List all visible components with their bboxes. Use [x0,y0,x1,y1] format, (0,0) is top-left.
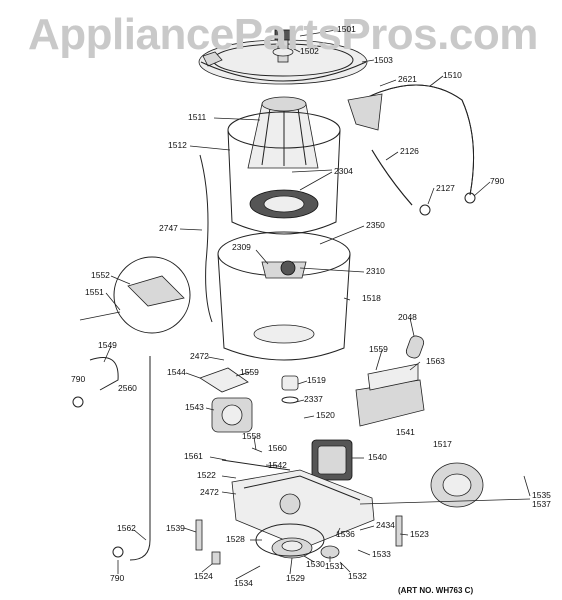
drain-hose-2560 [89,356,151,561]
label-1528: 1528 [226,534,245,544]
capacitor-2048 [405,335,425,359]
label-1549: 1549 [98,340,117,350]
label-790-bottom: 790 [110,573,125,583]
mounting-plate-1541 [355,363,425,427]
label-1561: 1561 [184,451,203,461]
label-1530: 1530 [306,559,325,569]
spring-1539 [195,519,203,551]
label-1502: 1502 [300,46,319,56]
fill-hose-1510 [347,84,475,196]
agitator-cap-1501 [272,29,294,63]
label-1529: 1529 [286,573,305,583]
hose-2126 [371,149,413,206]
label-1501: 1501 [337,24,356,34]
label-1551: 1551 [85,287,104,297]
clamp-790-left [72,396,84,408]
label-1532: 1532 [348,571,367,581]
label-2337: 2337 [304,394,323,404]
label-2126: 2126 [400,146,419,156]
label-2310: 2310 [366,266,385,276]
label-1510: 1510 [443,70,462,80]
clamp-790-top [464,192,476,204]
clamp-2127 [419,204,431,216]
wash-basket-1512 [227,111,341,235]
label-2472-top: 2472 [190,351,209,361]
label-1531: 1531 [325,561,344,571]
label-1559-right: 1559 [369,344,388,354]
label-2747: 2747 [159,223,178,233]
spring-1524 [211,551,221,565]
adapter-1519 [281,375,299,404]
label-1540: 1540 [368,452,387,462]
label-790-left: 790 [71,374,86,384]
detail-circle-1552 [79,256,191,334]
label-790-top: 790 [490,176,505,186]
label-1533: 1533 [372,549,391,559]
label-1559-left: 1559 [240,367,259,377]
label-1520: 1520 [316,410,335,420]
label-1522: 1522 [197,470,216,480]
label-1552: 1552 [91,270,110,280]
label-1503: 1503 [374,55,393,65]
label-2434: 2434 [376,520,395,530]
label-1560: 1560 [268,443,287,453]
spring-1523 [395,515,403,547]
label-1537: 1537 [532,499,551,509]
label-2472-bottom: 2472 [200,487,219,497]
label-2304: 2304 [334,166,353,176]
label-1539: 1539 [166,523,185,533]
label-1512: 1512 [168,140,187,150]
art-number: (ART NO. WH763 C) [398,586,474,595]
motor-1540 [311,439,353,481]
label-2127: 2127 [436,183,455,193]
watermark: AppliancePartsPros.com [28,10,538,59]
label-1517: 1517 [433,439,452,449]
outer-tub-1518 [217,231,351,361]
label-2048: 2048 [398,312,417,322]
label-2560: 2560 [118,383,137,393]
pulley-1529 [271,537,313,559]
rod-2747 [199,154,213,323]
label-1524: 1524 [194,571,213,581]
label-1511: 1511 [188,112,207,122]
label-1518: 1518 [362,293,381,303]
label-1541: 1541 [396,427,415,437]
strap-1561 [221,459,291,471]
label-2350: 2350 [366,220,385,230]
label-1535: 1535 [532,490,551,500]
label-1558: 1558 [242,431,261,441]
label-2621: 2621 [398,74,417,84]
label-1542: 1542 [268,460,287,470]
leader-lines [103,29,531,580]
tub-ring-1517 [430,462,484,508]
bracket-1544 [199,367,249,393]
label-1563: 1563 [426,356,445,366]
pump-1543 [211,397,253,433]
label-1543: 1543 [185,402,204,412]
label-1523: 1523 [410,529,429,539]
clamp-790-bottom [112,546,124,558]
agitator-1511 [247,96,319,169]
label-1562: 1562 [117,523,136,533]
label-2309: 2309 [232,242,251,252]
label-1536: 1536 [336,529,355,539]
label-1519: 1519 [307,375,326,385]
label-1534: 1534 [234,578,253,588]
label-1544: 1544 [167,367,186,377]
